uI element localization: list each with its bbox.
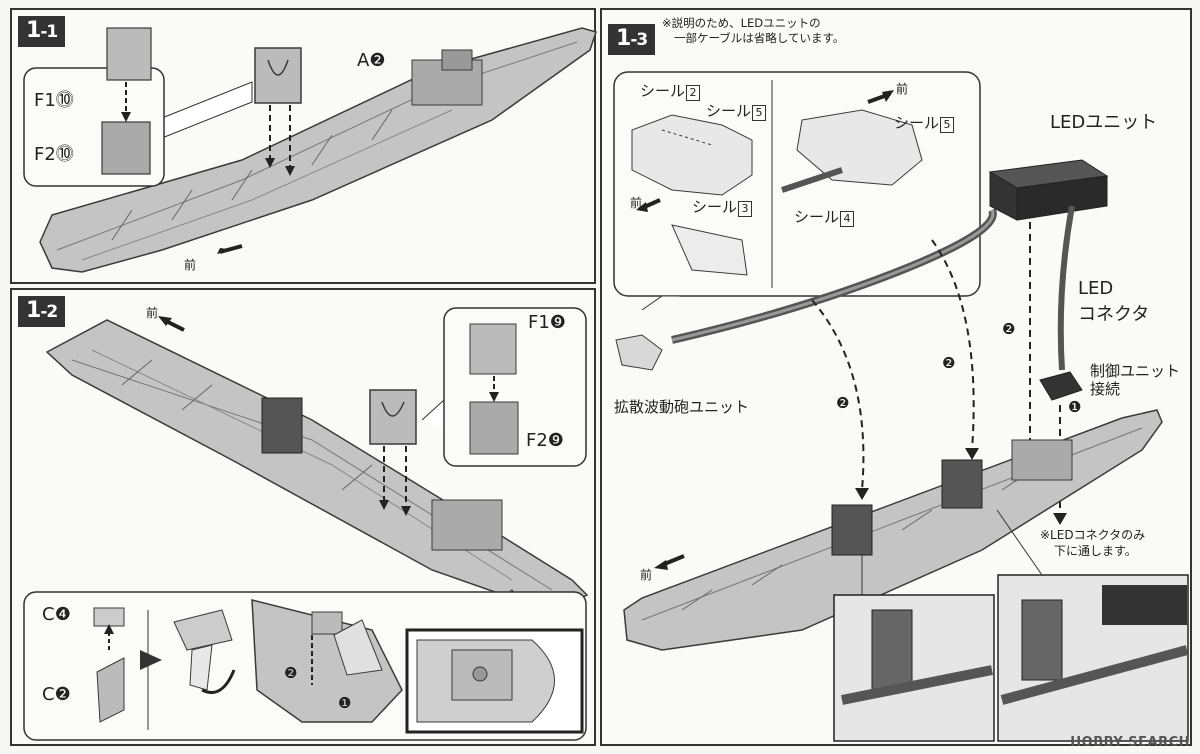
- watermark: HOBBY SEARCH: [1070, 735, 1190, 750]
- order-1-marker: ❶: [338, 694, 352, 712]
- note-line-2: 一部ケーブルは省略しています。: [674, 31, 845, 45]
- diffusion-unit-label: 拡散波動砲ユニット: [614, 398, 750, 416]
- step-1-3-panel: 1-3 ※説明のため、LEDユニットの 一部ケーブルは省略しています。: [600, 8, 1192, 746]
- order-2-marker-a: ❷: [836, 394, 850, 412]
- front-label: 前: [184, 258, 197, 272]
- step-1-1-panel: 1-1: [10, 8, 597, 284]
- control-unit-label-2: 接続: [1090, 380, 1121, 398]
- led-connector-label-1: LED: [1078, 278, 1114, 299]
- step-1-3-badge: 1-3: [608, 24, 656, 55]
- part-c2-label: C❷: [42, 684, 71, 705]
- step-1-1-badge: 1-1: [18, 16, 66, 47]
- part-f1-label: F1⓾: [34, 90, 74, 111]
- note-line-1: ※説明のため、LEDユニットの: [662, 16, 821, 30]
- front-label: 前: [640, 568, 653, 582]
- order-2-marker-c: ❷: [1002, 320, 1016, 338]
- front-label: 前: [146, 306, 159, 320]
- connector-note-1: ※LEDコネクタのみ: [1040, 528, 1146, 542]
- front-label-inset-right: 前: [896, 82, 909, 96]
- led-unit-label: LEDユニット: [1050, 112, 1158, 133]
- cable-omitted-note: ※説明のため、LEDユニットの 一部ケーブルは省略しています。: [662, 16, 844, 46]
- control-unit-label-1: 制御ユニット: [1090, 362, 1181, 380]
- step-1-2-panel: 1-2: [10, 288, 596, 746]
- order-2-marker: ❷: [284, 664, 298, 682]
- step-1-1-drawing: [23, 27, 597, 273]
- part-f2-label: F2⓾: [34, 144, 74, 165]
- part-c4-label: C❹: [42, 604, 71, 625]
- part-f2-label: F2❾: [526, 430, 564, 451]
- step-1-2-drawing: [23, 307, 589, 741]
- order-1-marker: ❶: [1068, 398, 1082, 416]
- part-a-label: A❷: [357, 50, 386, 71]
- front-label-inset: 前: [630, 196, 643, 210]
- part-f1-label: F1❾: [528, 312, 566, 333]
- led-connector-label-2: コネクタ: [1078, 304, 1150, 325]
- step-1-3-drawing: [613, 71, 1189, 742]
- order-2-marker-b: ❷: [942, 354, 956, 372]
- step-1-2-badge: 1-2: [18, 296, 66, 327]
- connector-note-2: 下に通します。: [1054, 544, 1137, 558]
